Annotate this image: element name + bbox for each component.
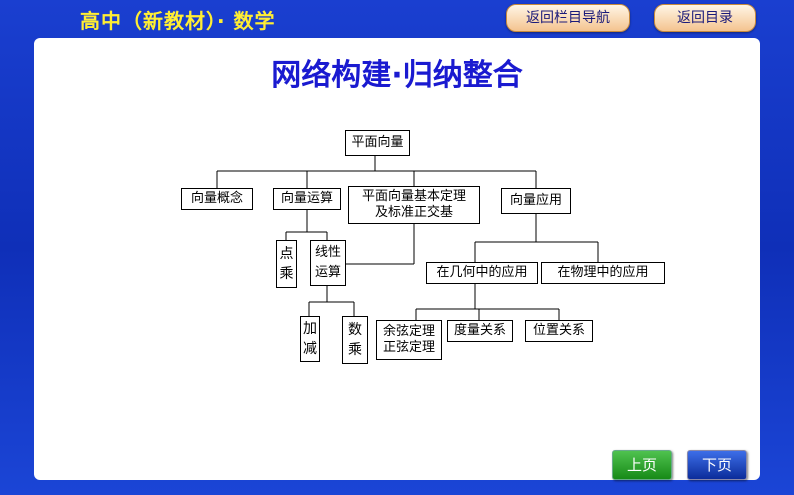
node-linear-operations: 线性运算 xyxy=(310,240,346,286)
toc-button[interactable]: 返回目录 xyxy=(654,4,756,32)
law-line1: 余弦定理 xyxy=(382,324,435,339)
next-page-button[interactable]: 下页 xyxy=(687,450,747,480)
node-vector-operations: 向量运算 xyxy=(273,188,341,210)
node-physics-application: 在物理中的应用 xyxy=(541,262,665,284)
node-plane-vector: 平面向量 xyxy=(345,130,410,156)
node-vector-application: 向量应用 xyxy=(501,188,571,214)
prev-page-button[interactable]: 上页 xyxy=(612,450,672,480)
course-title: 高中（新教材）· 数学 xyxy=(80,9,276,33)
node-dot-product: 点乘 xyxy=(276,240,297,288)
concept-map-connectors xyxy=(216,156,599,320)
node-basic-theorem: 平面向量基本定理 及标准正交基 xyxy=(348,186,480,224)
node-scalar-multiplication: 数乘 xyxy=(342,316,368,364)
slide-title: 网络构建·归纳整合 xyxy=(271,58,523,93)
basic-theorem-line2: 及标准正交基 xyxy=(374,205,453,220)
node-geometry-application: 在几何中的应用 xyxy=(426,262,538,284)
top-bar: 高中（新教材）· 数学 返回栏目导航 返回目录 xyxy=(0,0,794,38)
node-position-relations: 位置关系 xyxy=(525,320,593,342)
node-cosine-sine-laws: 余弦定理 正弦定理 xyxy=(376,320,442,360)
content-panel: 网络构建·归纳整合 xyxy=(34,38,760,480)
node-addition-subtraction: 加减 xyxy=(300,316,320,362)
section-nav-button[interactable]: 返回栏目导航 xyxy=(506,4,630,32)
basic-theorem-line1: 平面向量基本定理 xyxy=(361,189,466,204)
node-vector-concept: 向量概念 xyxy=(181,188,253,210)
node-metric-relations: 度量关系 xyxy=(447,320,513,342)
law-line2: 正弦定理 xyxy=(382,340,435,355)
